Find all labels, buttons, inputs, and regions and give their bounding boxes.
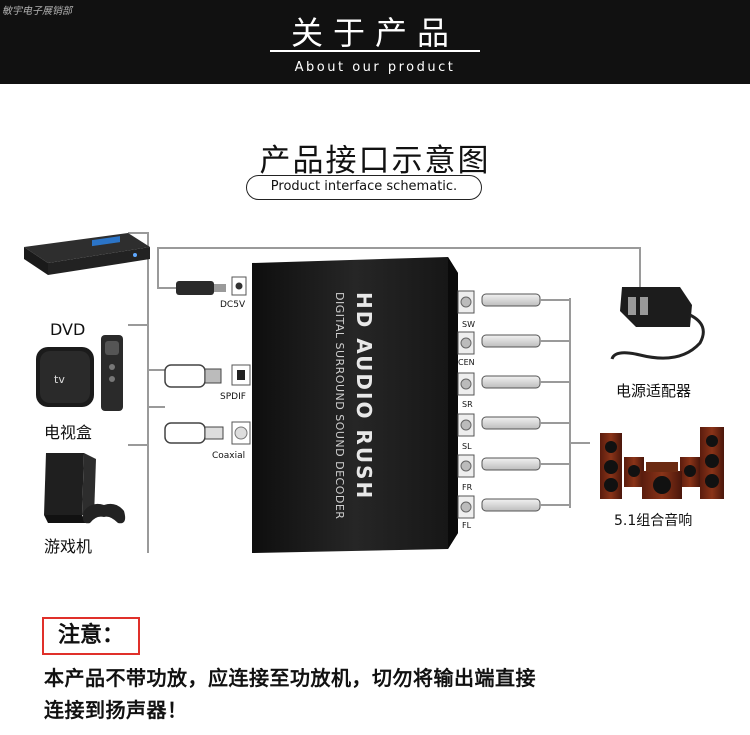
optical-plug xyxy=(165,365,250,387)
output-label-sw: SW xyxy=(462,320,475,329)
output-label-cen: CEN xyxy=(458,358,475,367)
device-sub-text: DIGITAL SURROUND SOUND DECODER xyxy=(333,292,346,519)
output-jack-sl: SL xyxy=(458,414,540,451)
coaxial-label: Coaxial xyxy=(212,451,245,461)
game-console-label: 游戏机 xyxy=(44,537,92,556)
tv-box-logo: tv xyxy=(54,373,65,386)
header-divider xyxy=(270,50,480,52)
speaker-set-icon xyxy=(600,427,724,499)
note-line-1: 本产品不带功放，应连接至功放机，切勿将输出端直接 xyxy=(44,662,536,691)
output-label-fl: FL xyxy=(462,521,472,530)
output-jacks: SW CEN SR SL FR FL xyxy=(458,291,570,530)
interface-diagram: DVD tv 电视盒 游戏机 DC5V SPDIF Coaxial xyxy=(0,215,750,575)
power-adapter-icon xyxy=(612,287,703,359)
tv-box-icon: tv xyxy=(36,335,123,411)
dc5v-label: DC5V xyxy=(220,300,246,310)
header-subtitle: About our product xyxy=(0,60,750,75)
decoder-device: HD AUDIO RUSH DIGITAL SURROUND SOUND DEC… xyxy=(252,257,458,553)
device-brand-text: HD AUDIO RUSH xyxy=(352,292,376,500)
dc-power-plug xyxy=(176,277,246,295)
spdif-label: SPDIF xyxy=(220,392,246,402)
coaxial-plug xyxy=(165,422,250,444)
output-jack-sr: SR xyxy=(458,373,540,409)
dvd-player-icon xyxy=(24,233,150,275)
output-jack-fl: FL xyxy=(458,496,540,530)
section-title: 产品接口示意图 xyxy=(0,135,750,180)
section-subtitle-pill: Product interface schematic. xyxy=(246,175,482,200)
header-title: 关于产品 xyxy=(0,8,750,54)
output-label-fr: FR xyxy=(462,483,473,492)
speakers-label: 5.1组合音响 xyxy=(614,512,692,529)
adapter-label: 电源适配器 xyxy=(616,382,691,400)
output-jack-sw: SW xyxy=(458,291,540,329)
output-label-sl: SL xyxy=(462,442,472,451)
game-console-icon xyxy=(44,453,125,523)
tv-box-label: 电视盒 xyxy=(44,423,92,442)
output-jack-fr: FR xyxy=(458,455,540,492)
note-title: 注意： xyxy=(42,617,140,655)
output-jack-cen: CEN xyxy=(458,332,540,367)
dvd-label: DVD xyxy=(50,320,85,339)
output-label-sr: SR xyxy=(462,400,473,409)
note-line-2: 连接到扬声器！ xyxy=(44,694,188,723)
